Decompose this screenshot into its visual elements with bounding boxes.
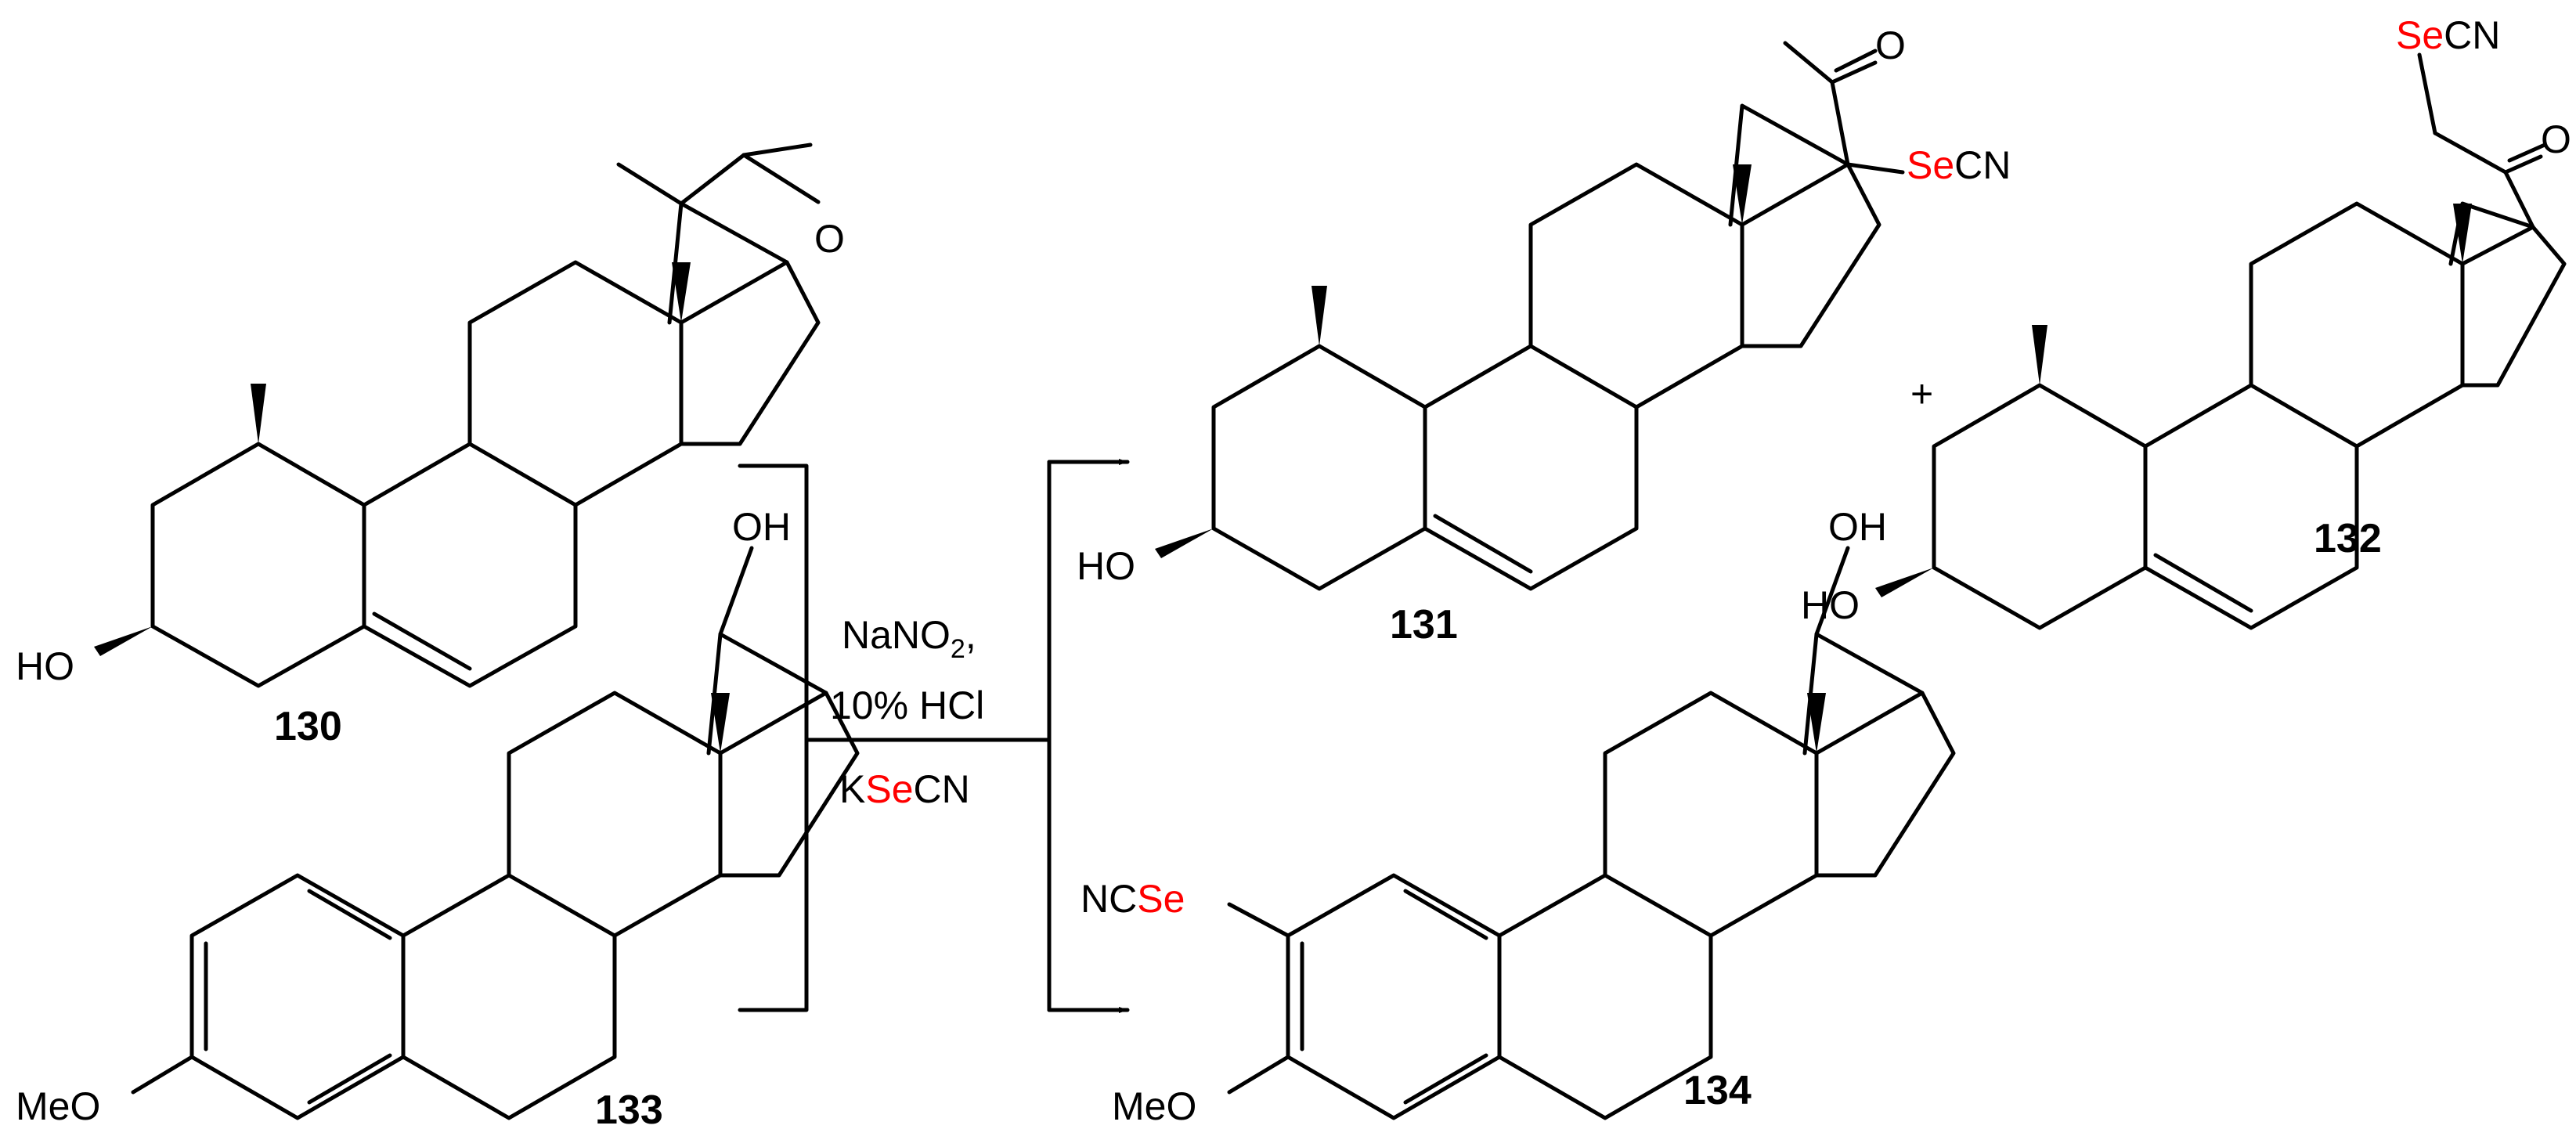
c131-cn: CN xyxy=(1954,143,2011,187)
condition-nano2-main: NaNO xyxy=(842,613,951,657)
condition-k: K xyxy=(839,767,865,811)
compound-131-structure xyxy=(1155,41,1905,591)
compound-133-structure xyxy=(131,546,860,1120)
c132-secn-substituent: SeCN xyxy=(2396,13,2500,57)
c132-compound-number: 132 xyxy=(2314,516,2382,561)
c134-ncse-substituent: NCSe xyxy=(1081,877,1185,921)
condition-line-2: 10% HCl xyxy=(830,684,984,727)
reaction-bracket xyxy=(738,460,1052,1012)
condition-se: Se xyxy=(865,767,913,811)
plus-sign: + xyxy=(1910,372,1933,416)
c134-compound-number: 134 xyxy=(1683,1068,1752,1113)
c134-nc: NC xyxy=(1081,877,1137,921)
c131-secn-substituent: SeCN xyxy=(1907,143,2011,187)
c130-compound-number: 130 xyxy=(274,704,342,749)
c132-se: Se xyxy=(2396,13,2444,57)
compound-134-structure xyxy=(1227,546,1956,1120)
c131-hydroxyl-label: HO xyxy=(1077,544,1135,588)
condition-cn: CN xyxy=(914,767,970,811)
c134-methoxy-label: MeO xyxy=(1112,1084,1196,1128)
c134-se: Se xyxy=(1137,877,1185,921)
compound-132-structure xyxy=(1875,52,2567,630)
c132-ketone-oxygen: O xyxy=(2541,117,2571,161)
condition-nano2-comma: , xyxy=(965,613,976,657)
c133-compound-number: 133 xyxy=(595,1087,663,1133)
c130-hydroxyl-label: HO xyxy=(16,644,74,688)
c132-cn: CN xyxy=(2444,13,2500,57)
c131-se: Se xyxy=(1907,143,1954,187)
c131-ketone-oxygen: O xyxy=(1875,23,1906,67)
c131-compound-number: 131 xyxy=(1390,602,1458,647)
condition-nano2-subscript: 2 xyxy=(951,634,965,664)
compound-130-structure xyxy=(94,142,821,688)
c134-hydroxyl-label: OH xyxy=(1828,505,1887,549)
c133-methoxy-label: MeO xyxy=(16,1084,100,1128)
condition-line-3: KSeCN xyxy=(839,767,970,811)
c130-ketone-oxygen: O xyxy=(814,217,845,261)
c133-hydroxyl-label: OH xyxy=(732,505,791,549)
c132-hydroxyl-label: HO xyxy=(1801,583,1860,627)
condition-line-1: NaNO2, xyxy=(842,613,976,664)
